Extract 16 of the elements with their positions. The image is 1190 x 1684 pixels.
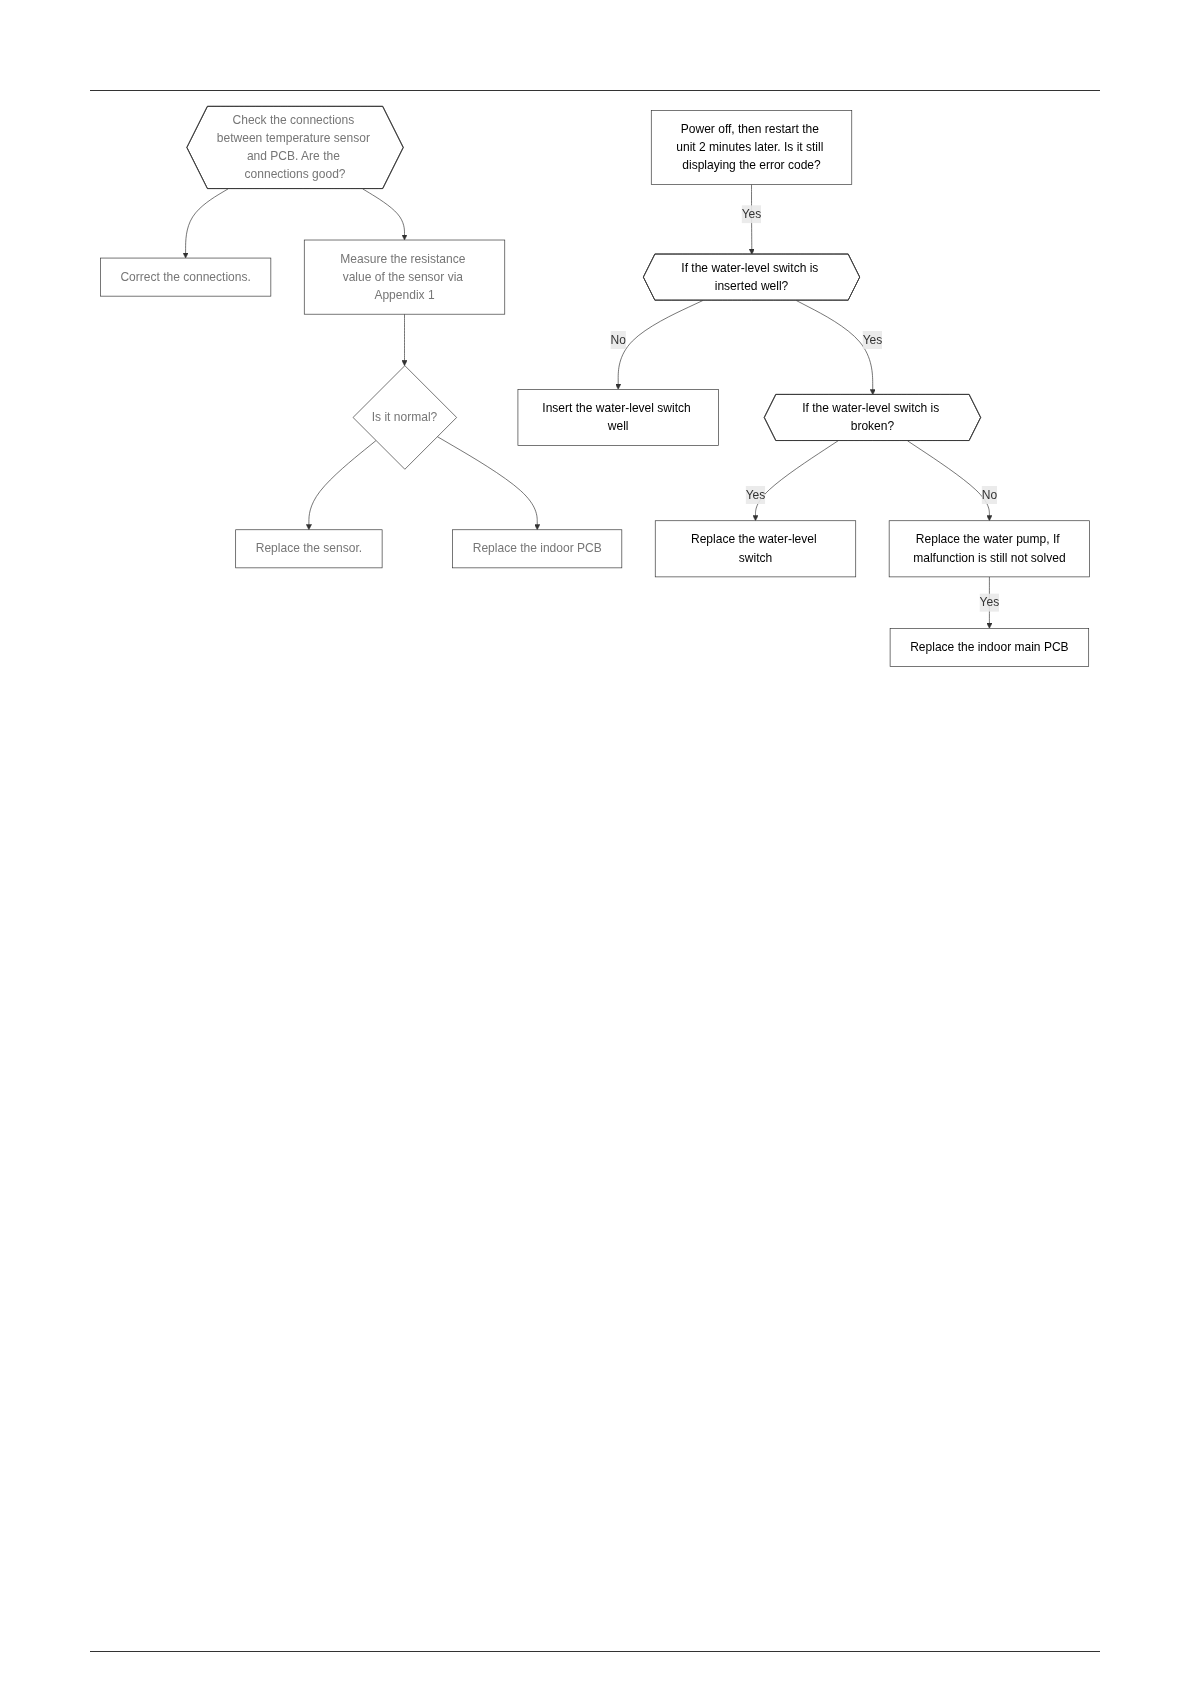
node-box: Replace the indoor main PCB <box>889 628 1090 667</box>
node-box: Replace the sensor. <box>235 529 383 569</box>
node-box: Replace the indoor PCB <box>452 529 623 569</box>
edge-label: Yes <box>979 595 1000 609</box>
node-diamond: Is it normal? <box>352 365 457 470</box>
node-box: Measure the resistance value of the sensor via Appendix 1 <box>303 239 506 315</box>
node-box: Insert the water-level switch well <box>517 389 719 446</box>
node-box: Replace the water-level switch <box>654 520 857 578</box>
edge-label: No <box>981 487 998 502</box>
node-box: Power off, then restart the unit 2 minutes later. Is it still displaying the error code? <box>650 110 853 185</box>
edge-label: No <box>610 332 626 347</box>
edge-label: Yes <box>862 332 883 347</box>
node-box: Replace the water pump, If malfunction is still not solved <box>888 520 1090 578</box>
edge-label: Yes <box>741 207 762 221</box>
edge-label: Yes <box>745 487 766 502</box>
node-box: Correct the connections. <box>100 257 272 297</box>
